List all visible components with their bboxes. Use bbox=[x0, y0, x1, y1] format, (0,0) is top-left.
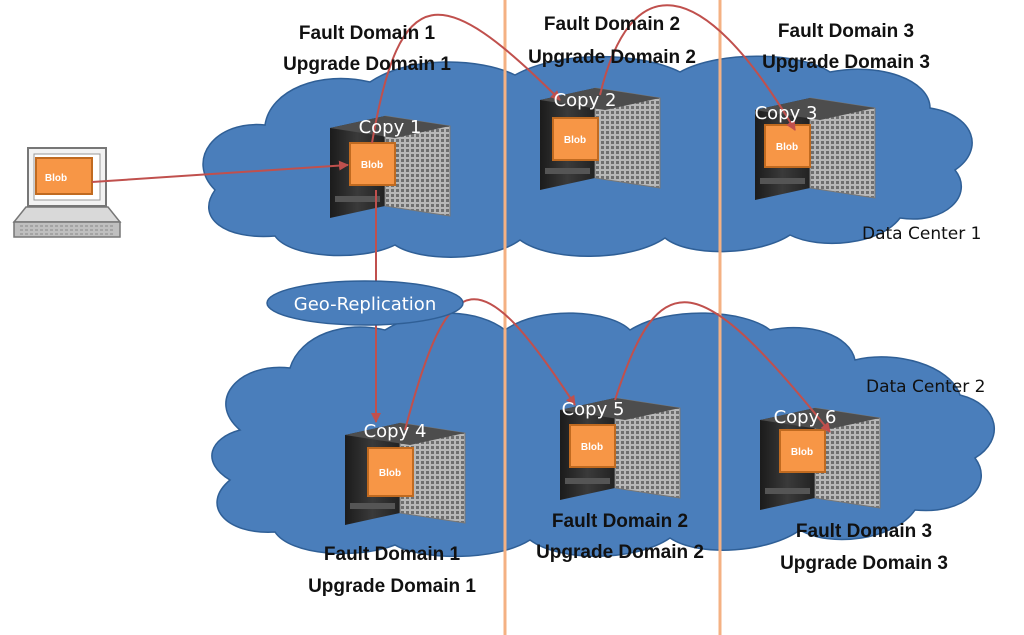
copy-label: Copy 6 bbox=[774, 407, 837, 428]
blob-label: Blob bbox=[564, 135, 586, 146]
upgrade-domain-label: Upgrade Domain 3 bbox=[762, 52, 930, 73]
upgrade-domain-label: Upgrade Domain 2 bbox=[536, 542, 704, 563]
fault-domain-label: Fault Domain 2 bbox=[544, 14, 680, 35]
copy-label: Copy 4 bbox=[364, 421, 427, 442]
blob-label: Blob bbox=[776, 142, 798, 153]
fault-domain-label: Fault Domain 3 bbox=[796, 521, 932, 542]
blob-copy-3: Blob bbox=[764, 124, 811, 168]
blob-label: Blob bbox=[379, 468, 401, 479]
blob-copy-1: Blob bbox=[349, 142, 396, 186]
geo-replication-text: Geo-Replication bbox=[294, 294, 436, 315]
replication-arrow-2-3 bbox=[599, 4, 796, 131]
upload-arrow bbox=[91, 160, 349, 183]
upgrade-domain-label: Upgrade Domain 1 bbox=[283, 54, 451, 75]
geo-replication-label: Geo-Replication bbox=[266, 280, 464, 326]
fault-domain-label: Fault Domain 1 bbox=[299, 23, 436, 44]
laptop-icon: Blob bbox=[12, 147, 122, 238]
upgrade-domain-label: Upgrade Domain 2 bbox=[528, 47, 696, 68]
blob-copy-6: Blob bbox=[779, 429, 826, 473]
blob-label: Blob bbox=[361, 160, 383, 171]
blob-label: Blob bbox=[45, 173, 67, 184]
replication-arrow-5-6 bbox=[614, 301, 831, 433]
upgrade-domain-label: Upgrade Domain 3 bbox=[780, 553, 948, 574]
replication-arrows bbox=[91, 4, 831, 433]
data-center-1-label: Data Center 1 bbox=[862, 224, 981, 244]
blob-copy-4: Blob bbox=[367, 447, 414, 497]
fault-domain-label: Fault Domain 1 bbox=[324, 544, 461, 565]
copy-label: Copy 1 bbox=[359, 117, 422, 138]
fault-domain-label: Fault Domain 2 bbox=[552, 511, 688, 532]
blob-label: Blob bbox=[581, 442, 603, 453]
blob-copy-2: Blob bbox=[552, 117, 599, 161]
copy-label: Copy 3 bbox=[755, 103, 818, 124]
fault-domain-label: Fault Domain 3 bbox=[778, 21, 914, 42]
copy-label: Copy 2 bbox=[554, 90, 617, 111]
replication-arrow-4-5 bbox=[404, 298, 576, 431]
upgrade-domain-label: Upgrade Domain 1 bbox=[308, 576, 476, 597]
blob-copy-5: Blob bbox=[569, 424, 616, 468]
blob-label: Blob bbox=[791, 447, 813, 458]
data-center-2-label: Data Center 2 bbox=[866, 377, 985, 397]
copy-label: Copy 5 bbox=[562, 399, 625, 420]
replication-arrow-1-2 bbox=[371, 13, 561, 144]
